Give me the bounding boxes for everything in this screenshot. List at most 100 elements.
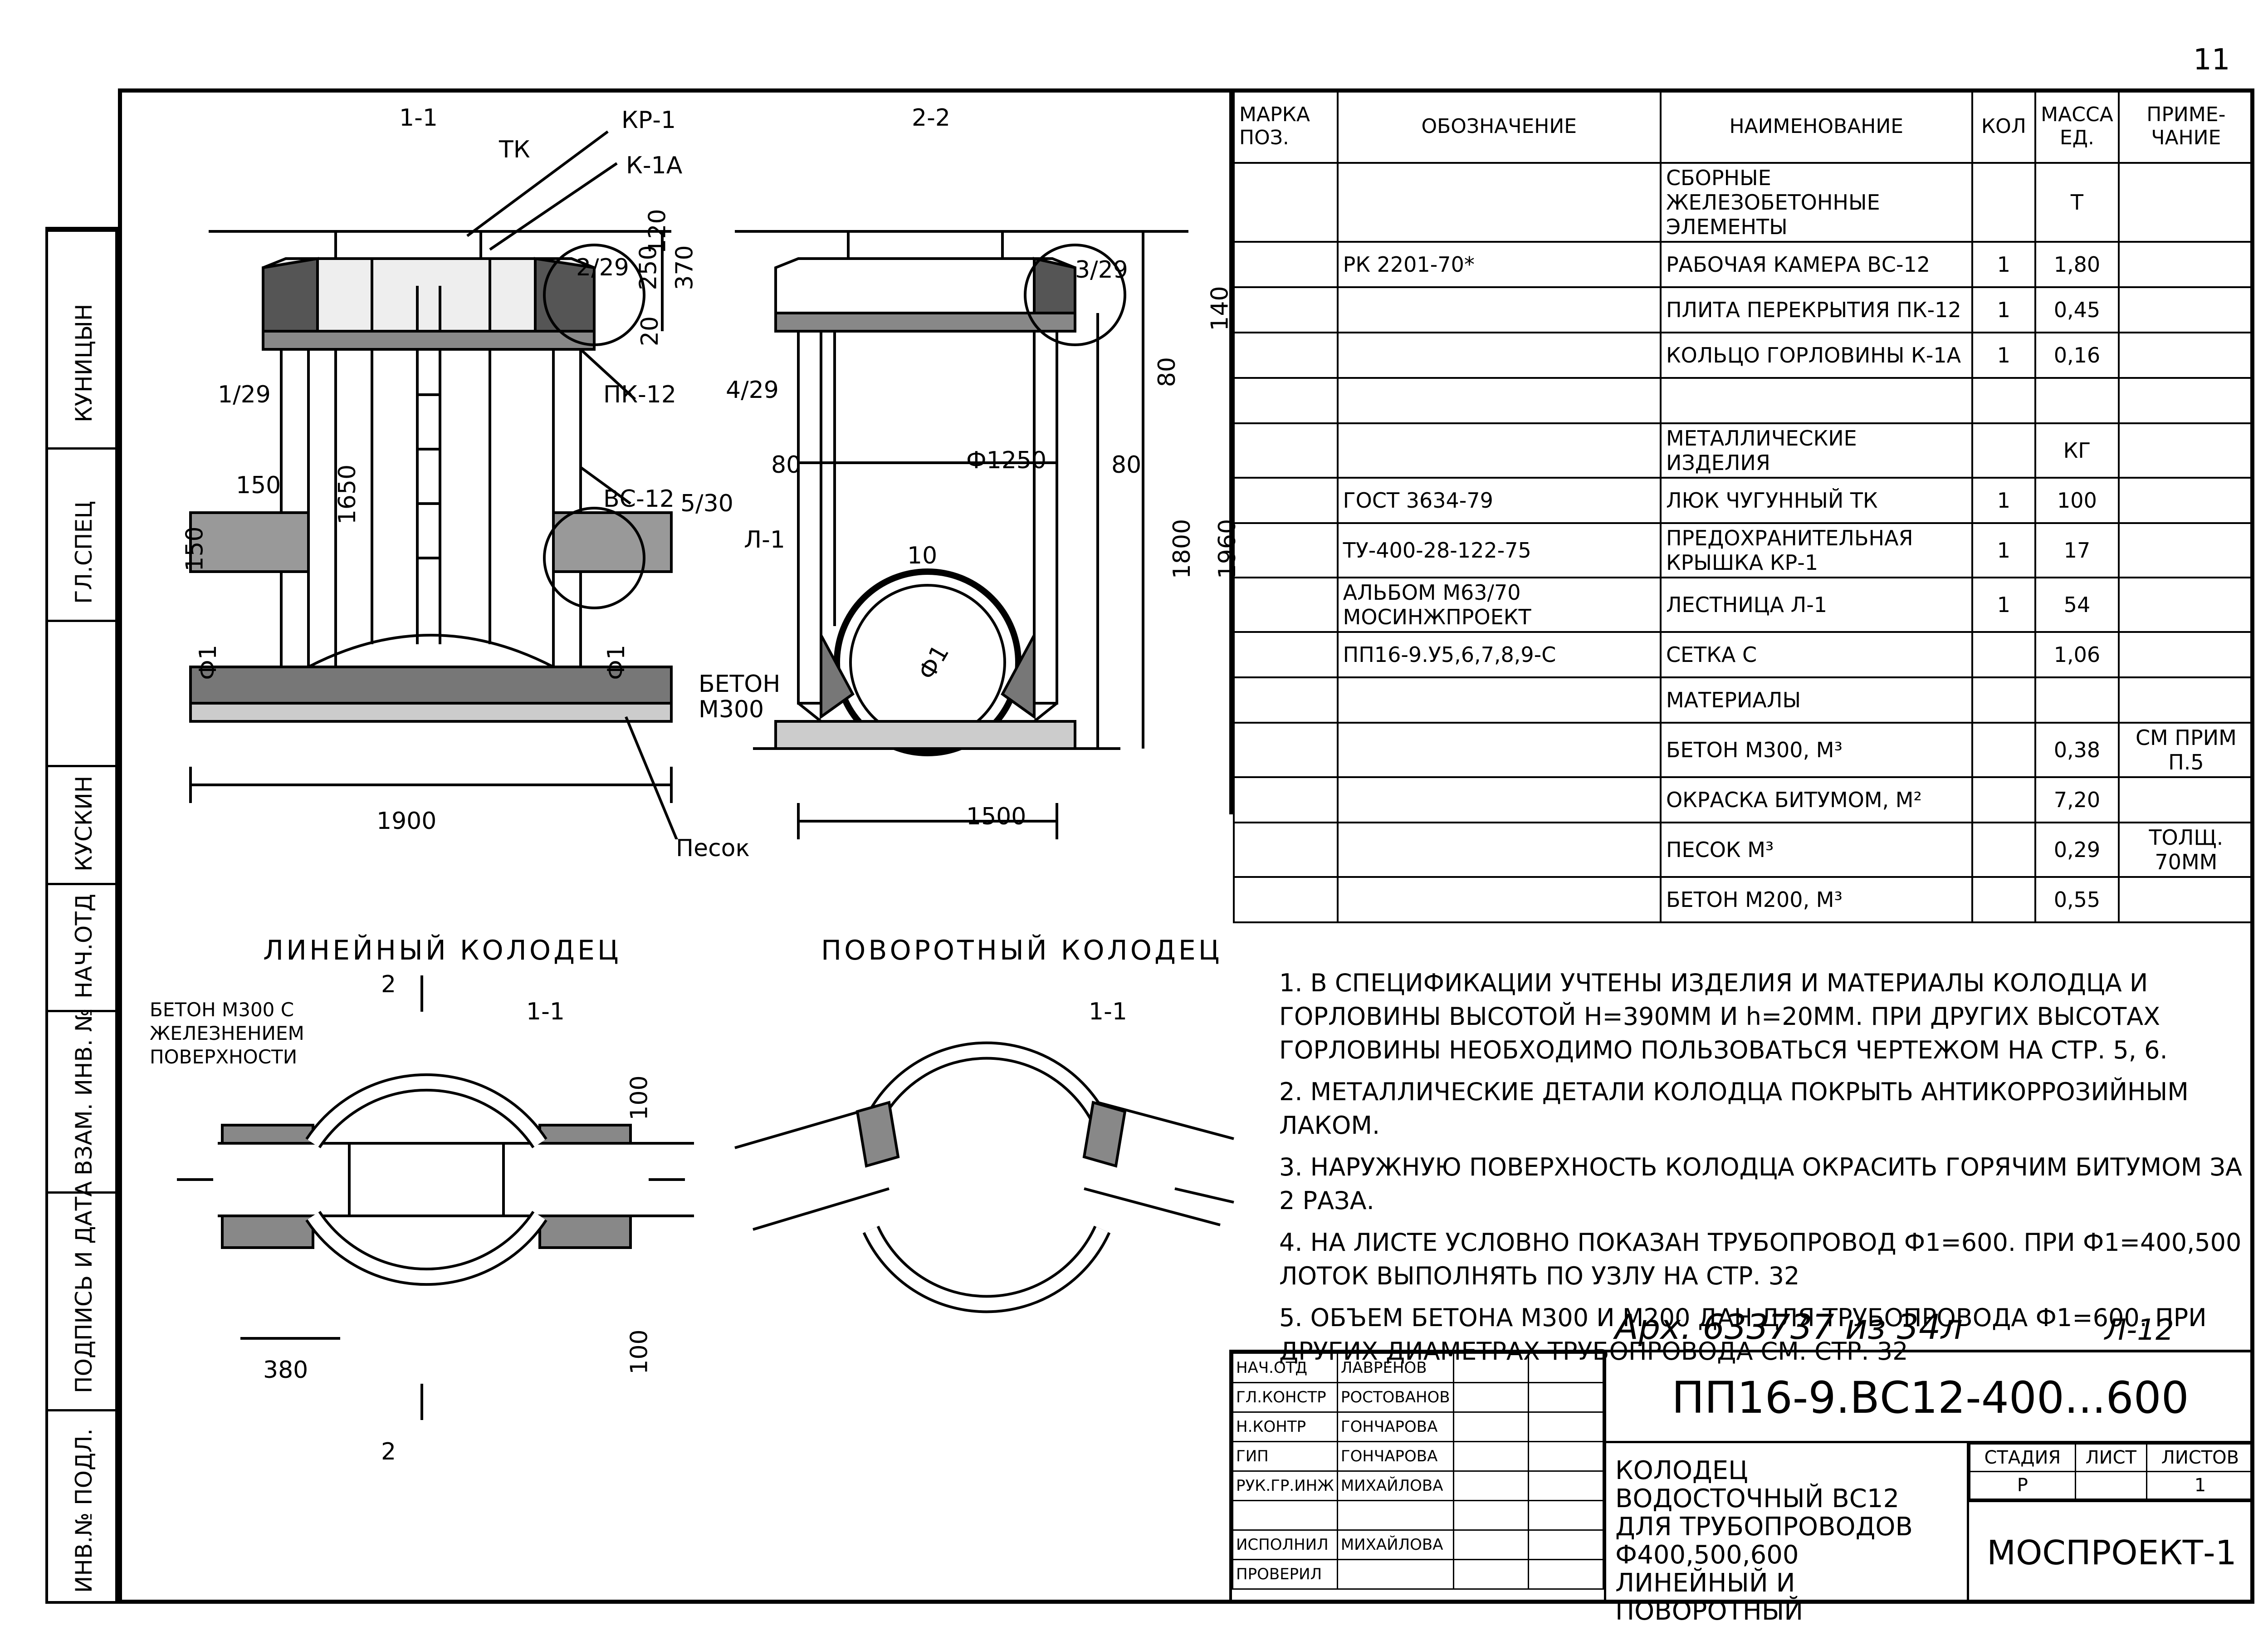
stage-value: Р [1969,1471,2076,1500]
dim-80-left: 80 [771,451,802,479]
note-item: 2. МЕТАЛЛИЧЕСКИЕ ДЕТАЛИ КОЛОДЦА ПОКРЫТЬ … [1279,1077,2189,1140]
dim-20: 20 [636,316,664,347]
spec-cell: ГОСТ 3634-79 [1336,477,1662,524]
spec-cell [1336,776,1662,823]
spec-cell [2117,477,2255,524]
spec-cell [1971,422,2037,479]
spec-cell [1336,722,1662,778]
sand-label: Песок [676,835,750,862]
spec-cell [1233,522,1339,578]
spec-cell: 1 [1971,522,2037,578]
signature-role: Н.КОНТР [1232,1411,1338,1442]
section-1-1-drawing [172,104,830,839]
spec-cell: 100 [2034,477,2120,524]
strip-cell [48,620,115,765]
spec-cell: 0,45 [2034,286,2120,333]
signature-name: ГОНЧАРОВА [1336,1411,1454,1442]
plan-linear-drawing [150,975,717,1429]
spec-cell [1971,776,2037,823]
page-number: 11 [2193,43,2230,77]
signature-mark [1452,1470,1529,1501]
signature-date [1527,1411,1604,1442]
specification-table: МАРКА ПОЗ. ОБОЗНАЧЕНИЕ НАИМЕНОВАНИЕ КОЛ … [1229,88,2255,923]
signature-name: МИХАЙЛОВА [1336,1470,1454,1501]
strip-text: КУСКИН [71,775,97,872]
spec-cell [1233,631,1339,678]
strip-text: КУНИЦЫН [71,304,97,423]
spec-cell [1233,162,1339,243]
spec-cell: БЕТОН М300, М³ [1659,722,1973,778]
drawing-name: КОЛОДЕЦ ВОДОСТОЧНЫЙ ВС12 ДЛЯ ТРУБОПРОВОД… [1604,1443,1967,1626]
strip-text: ВЗАМ. ИНВ. № [71,1008,97,1175]
spec-cell [2117,377,2255,424]
signature-role: РУК.ГР.ИНЖ [1232,1470,1338,1501]
spec-cell [1233,722,1339,778]
spec-header-row: МАРКА ПОЗ. ОБОЗНАЧЕНИЕ НАИМЕНОВАНИЕ КОЛ … [1233,88,2255,164]
signature-row: ПРОВЕРИЛ [1232,1559,1604,1590]
plan-turn-svg [734,1041,1234,1313]
signature-date [1527,1441,1604,1472]
tk-label: ТК [499,136,530,163]
spec-cell [1336,332,1662,379]
spec-cell: ПП16-9.У5,6,7,8,9-С [1336,631,1662,678]
spec-cell [1971,377,2037,424]
signature-role: ПРОВЕРИЛ [1232,1559,1338,1590]
spec-cell: МАТЕРИАЛЫ [1659,676,1973,724]
dim-1650: 1650 [334,464,362,525]
spec-cell: СБОРНЫЕ ЖЕЛЕЗОБЕТОННЫЕ ЭЛЕМЕНТЫ [1659,162,1973,243]
dim-100-top: 100 [626,1075,653,1121]
spec-cell: 0,38 [2034,722,2120,778]
plan-beton-label: БЕТОН М300 С ЖЕЛЕЗНЕНИЕМ ПОВЕРХНОСТИ [150,999,304,1068]
spec-grid: МАРКА ПОЗ. ОБОЗНАЧЕНИЕ НАИМЕНОВАНИЕ КОЛ … [1233,88,2255,923]
spec-cell [2034,676,2120,724]
phi1-right: Ф1 [602,645,630,680]
spec-cell [1659,377,1973,424]
spec-cell: ОКРАСКА БИТУМОМ, М² [1659,776,1973,823]
spec-cell: РАБОЧАЯ КАМЕРА ВС-12 [1659,241,1973,288]
spec-cell: 17 [2034,522,2120,578]
stage-header: ЛИСТОВ [2146,1443,2255,1472]
signature-mark [1452,1529,1529,1560]
signature-role: ИСПОЛНИЛ [1232,1529,1338,1560]
dim-380: 380 [263,1357,308,1384]
spec-cell: АЛЬБОМ М63/70 МОСИНЖПРОЕКТ [1336,577,1662,633]
note-item: 4. НА ЛИСТЕ УСЛОВНО ПОКАЗАН ТРУБОПРОВОД … [1279,1228,2242,1290]
spec-cell [1233,577,1339,633]
signature-mark [1452,1411,1529,1442]
kr1-label: КР-1 [621,107,676,134]
signature-name [1336,1500,1454,1531]
strip-text: ИНВ.№ ПОДЛ. [71,1428,97,1593]
signature-date [1527,1529,1604,1560]
dim-120: 120 [644,209,671,254]
spec-cell: КОЛЬЦО ГОРЛОВИНЫ К-1А [1659,332,1973,379]
spec-cell [1233,332,1339,379]
spec-cell [2117,676,2255,724]
strip-cell: КУНИЦЫН [48,230,115,447]
signature-role [1232,1500,1338,1531]
callout-2-29: 2/29 [576,254,629,281]
spec-cell: 54 [2034,577,2120,633]
signature-name [1336,1559,1454,1590]
dim-1800: 1800 [1168,519,1196,579]
stage-value [2074,1471,2147,1500]
spec-cell [1971,162,2037,243]
beton-m300-label: БЕТОН М300 [699,671,781,723]
strip-cell: КУСКИН [48,765,115,883]
section-title-1-1: 1-1 [399,104,438,132]
spec-header: КОЛ [1971,88,2037,164]
spec-header: МАРКА ПОЗ. [1233,88,1339,164]
section-1-1-svg [189,130,678,839]
plan-turn-drawing [726,975,1247,1429]
